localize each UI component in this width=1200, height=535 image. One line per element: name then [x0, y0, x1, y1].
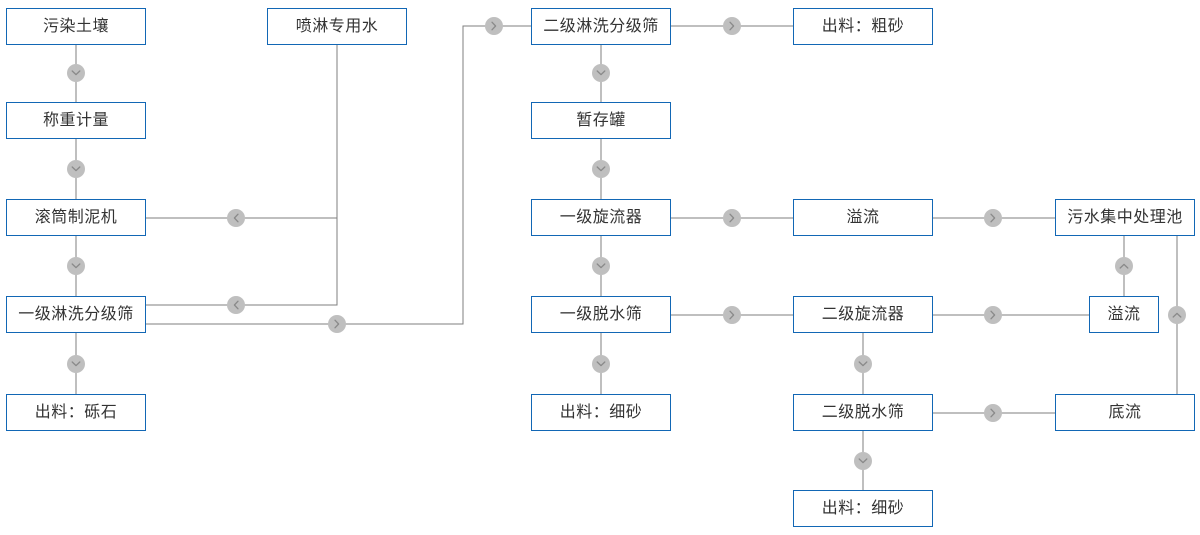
node-n15[interactable]: 二级脱水筛 — [793, 394, 933, 431]
node-label: 底流 — [1108, 403, 1142, 421]
node-n1[interactable]: 污染土壤 — [6, 8, 146, 45]
arrow-down-icon — [592, 64, 610, 82]
arrow-down-icon — [854, 452, 872, 470]
node-n10[interactable]: 一级脱水筛 — [531, 296, 671, 333]
node-n17[interactable]: 污水集中处理池 — [1055, 199, 1195, 236]
arrow-down-icon — [592, 355, 610, 373]
node-label: 一级脱水筛 — [559, 305, 643, 323]
arrow-right-icon — [328, 315, 346, 333]
arrow-right-icon — [984, 209, 1002, 227]
node-label: 一级旋流器 — [559, 208, 643, 226]
node-n19[interactable]: 底流 — [1055, 394, 1195, 431]
node-n8[interactable]: 暂存罐 — [531, 102, 671, 139]
edge-n6-to-n3 — [146, 45, 338, 219]
arrow-down-icon — [67, 355, 85, 373]
node-label: 暂存罐 — [576, 111, 626, 129]
arrow-down-icon — [67, 160, 85, 178]
arrow-right-icon — [984, 404, 1002, 422]
node-n14[interactable]: 二级旋流器 — [793, 296, 933, 333]
node-n5[interactable]: 出料：砾石 — [6, 394, 146, 431]
arrow-right-icon — [723, 306, 741, 324]
node-n3[interactable]: 滚筒制泥机 — [6, 199, 146, 236]
node-n11[interactable]: 出料：细砂 — [531, 394, 671, 431]
arrow-down-icon — [592, 160, 610, 178]
node-n2[interactable]: 称重计量 — [6, 102, 146, 139]
node-n12[interactable]: 出料：粗砂 — [793, 8, 933, 45]
node-n7[interactable]: 二级淋洗分级筛 — [531, 8, 671, 45]
arrow-right-icon — [723, 17, 741, 35]
arrow-down-icon — [592, 257, 610, 275]
node-n13[interactable]: 溢流 — [793, 199, 933, 236]
arrow-down-icon — [854, 355, 872, 373]
arrow-right-icon — [485, 17, 503, 35]
node-label: 出料：细砂 — [559, 403, 643, 421]
node-n6[interactable]: 喷淋专用水 — [267, 8, 407, 45]
arrow-up-icon — [1115, 257, 1133, 275]
node-n9[interactable]: 一级旋流器 — [531, 199, 671, 236]
edge-n6-to-n4 — [146, 45, 338, 306]
node-label: 出料：砾石 — [34, 403, 118, 421]
node-label: 出料：细砂 — [821, 499, 905, 517]
arrow-up-icon — [1168, 306, 1186, 324]
node-label: 一级淋洗分级筛 — [18, 305, 134, 323]
arrow-left-icon — [227, 209, 245, 227]
node-label: 二级脱水筛 — [821, 403, 905, 421]
node-label: 二级旋流器 — [821, 305, 905, 323]
node-label: 喷淋专用水 — [295, 17, 379, 35]
node-label: 出料：粗砂 — [821, 17, 905, 35]
node-label: 滚筒制泥机 — [34, 208, 118, 226]
edge-n4-to-n7 — [146, 25, 531, 325]
arrow-down-icon — [67, 64, 85, 82]
node-label: 污染土壤 — [42, 17, 109, 35]
node-n16[interactable]: 出料：细砂 — [793, 490, 933, 527]
node-label: 二级淋洗分级筛 — [543, 17, 659, 35]
node-label: 溢流 — [846, 208, 880, 226]
arrow-right-icon — [723, 209, 741, 227]
arrow-right-icon — [984, 306, 1002, 324]
arrow-left-icon — [227, 296, 245, 314]
node-label: 污水集中处理池 — [1067, 208, 1183, 226]
arrow-down-icon — [67, 257, 85, 275]
node-label: 称重计量 — [42, 111, 109, 129]
node-n4[interactable]: 一级淋洗分级筛 — [6, 296, 146, 333]
node-n18[interactable]: 溢流 — [1089, 296, 1159, 333]
node-label: 溢流 — [1107, 305, 1141, 323]
